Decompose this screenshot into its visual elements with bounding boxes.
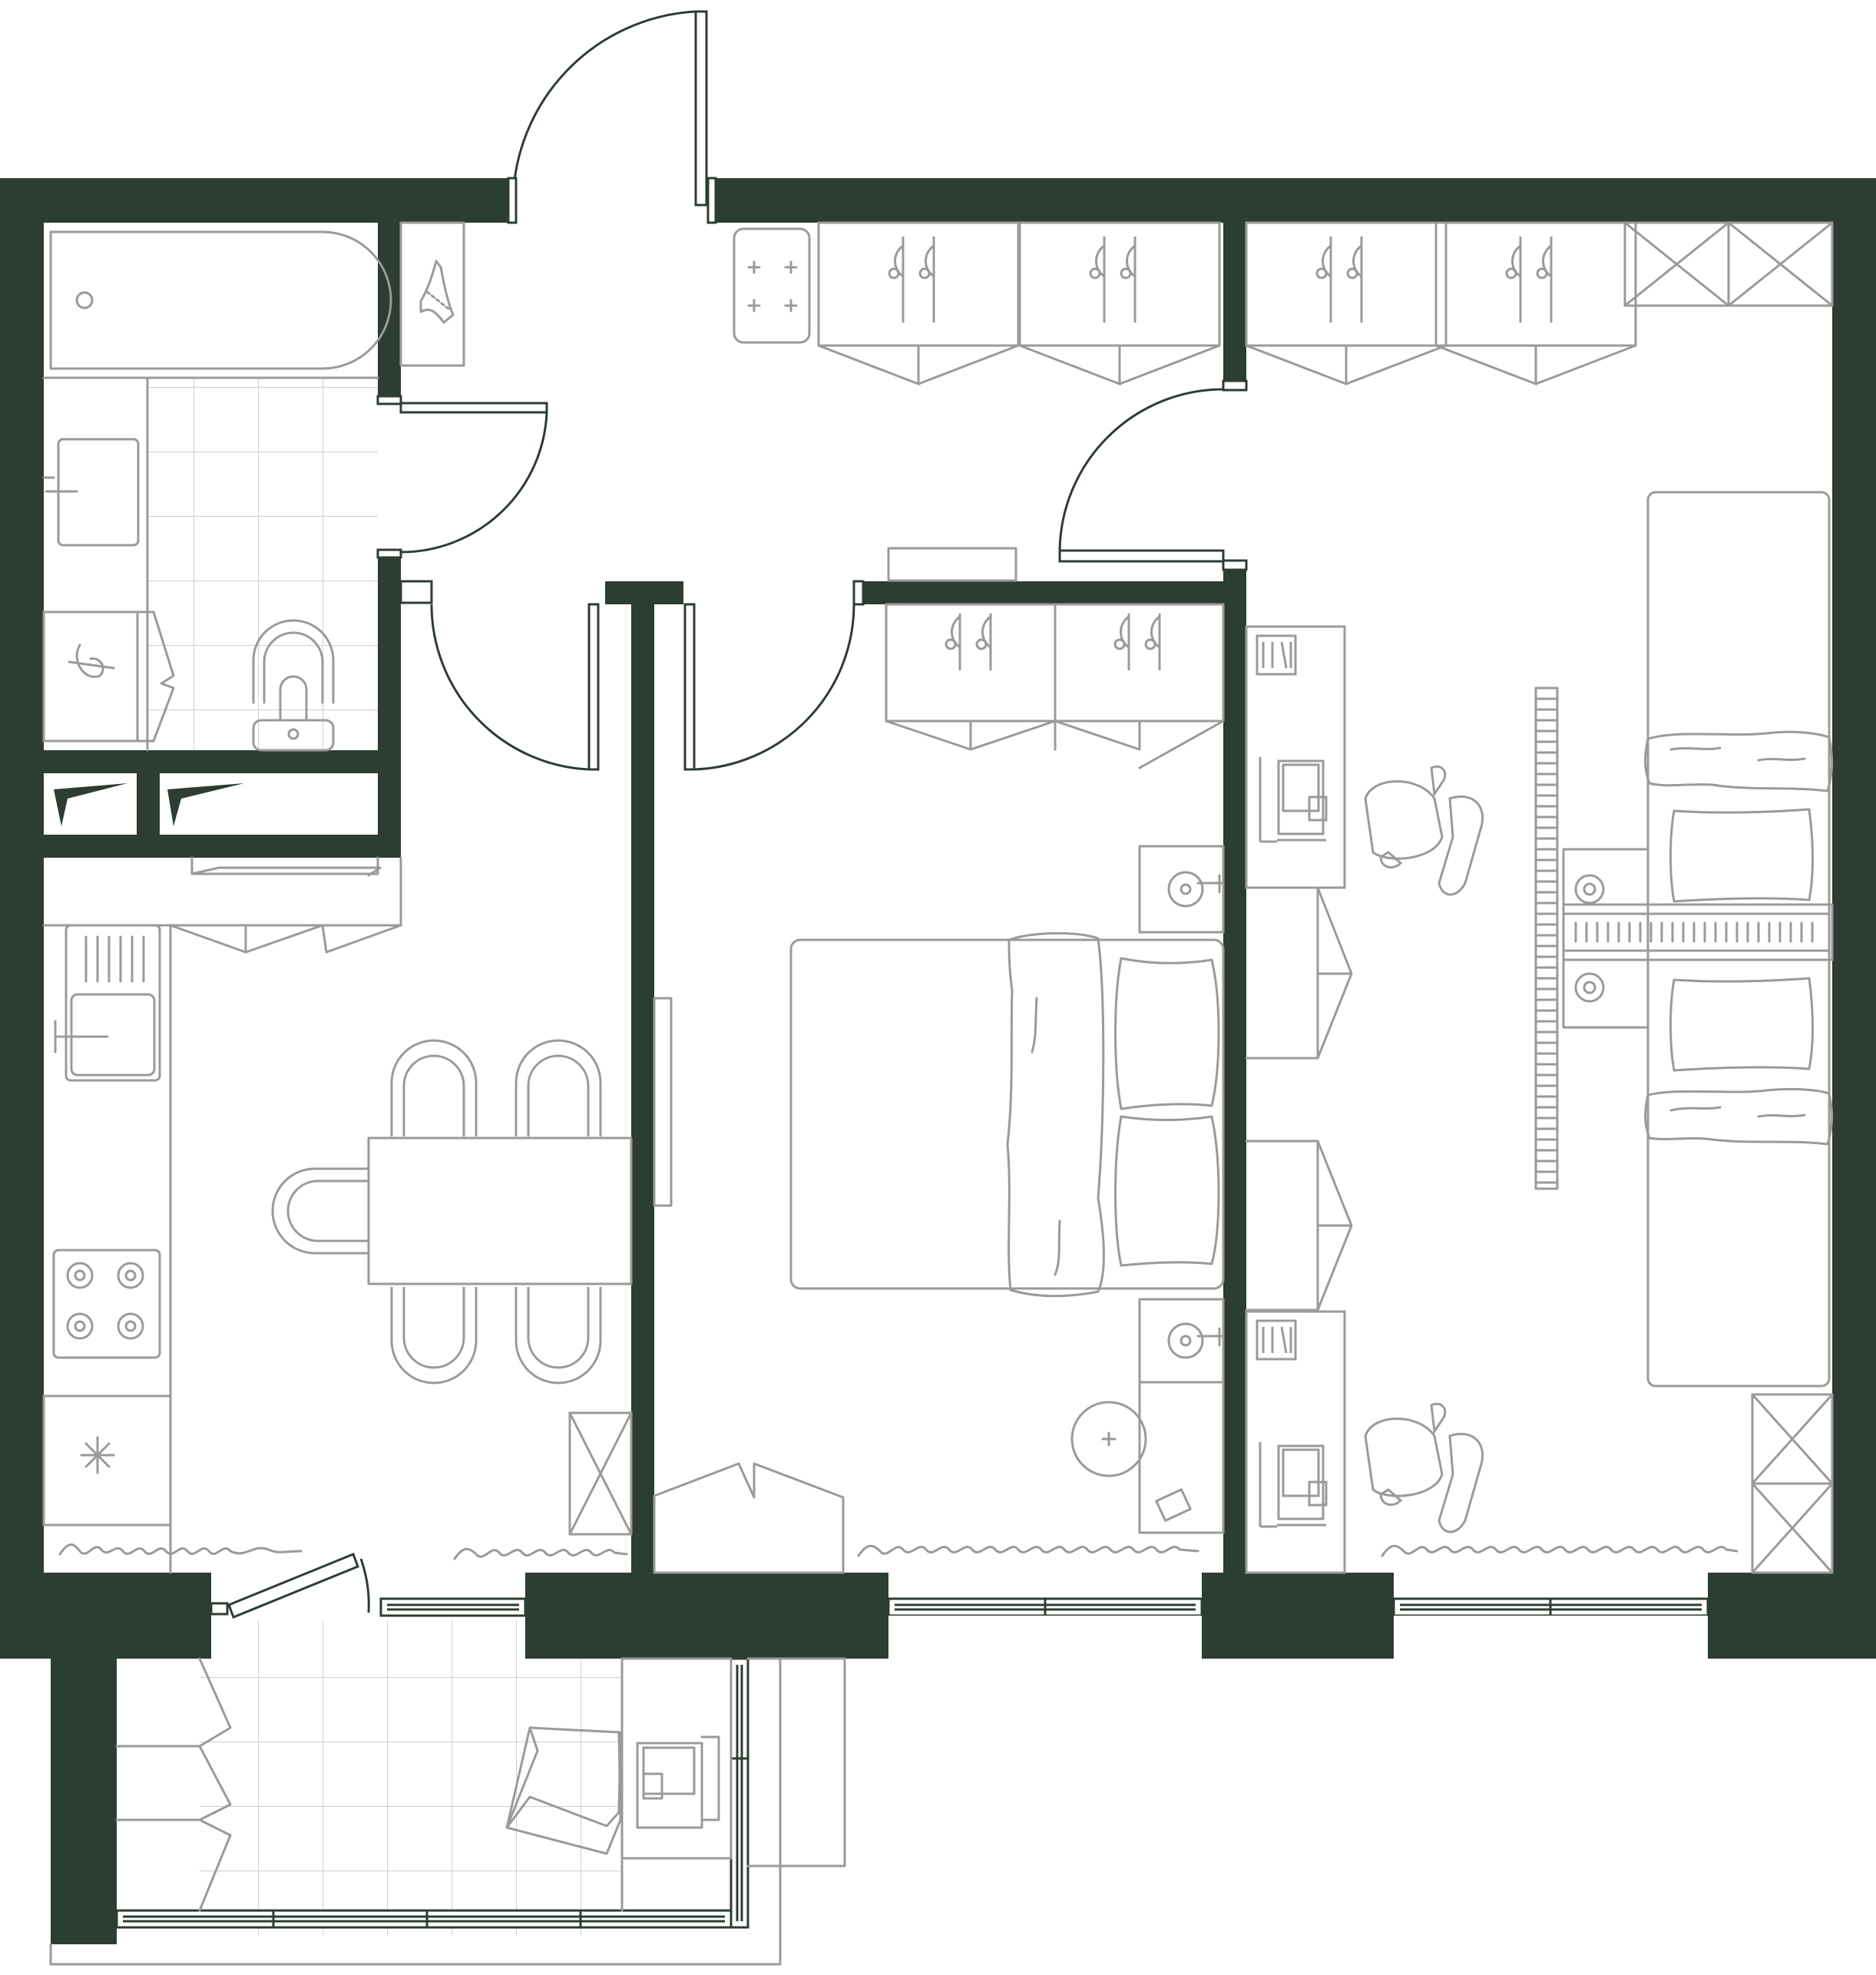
- nightstand-icon: [1138, 845, 1225, 1534]
- bathroom-floor-tiles: [147, 378, 378, 752]
- wardrobe-icon: [1245, 221, 1834, 385]
- radiator-icon: [857, 1544, 1199, 1557]
- bathtub-icon: [42, 230, 392, 379]
- hob-icon: [52, 1249, 161, 1359]
- desk-icon: [1245, 625, 1346, 1574]
- chair-icon: [271, 1039, 602, 1384]
- ladder-icon: [1534, 686, 1559, 1190]
- storage-unit: [1751, 1393, 1834, 1574]
- window-icon: [210, 1597, 1709, 1659]
- wardrobe-icon: [885, 603, 1225, 769]
- tv-stand: [653, 997, 673, 1207]
- storage-unit: [568, 1411, 633, 1536]
- desk-icon: [620, 1657, 733, 1860]
- round-table: [1070, 1401, 1147, 1477]
- radiator-icon: [1381, 1544, 1739, 1557]
- bunk-bed-icon: [1562, 491, 1834, 1388]
- door-icon: [227, 10, 1248, 1619]
- washbasin-icon: [42, 438, 140, 547]
- armchair-icon: [505, 1726, 622, 1855]
- double-bed-icon: [789, 931, 1225, 1298]
- wardrobe-icon: [817, 221, 1221, 385]
- office-chair-icon: [1364, 765, 1484, 1533]
- radiator-icon: [58, 1543, 628, 1560]
- washing-machine-icon: [42, 610, 175, 743]
- toilet-icon: [252, 619, 335, 752]
- dining-table-icon: [367, 1136, 633, 1285]
- balcony-floor-tiles: [200, 1620, 622, 1935]
- kitchen-sink-icon: [54, 924, 161, 1082]
- walls: [0, 178, 1876, 1944]
- hob-icon: [733, 227, 811, 344]
- hook-rack-icon: [54, 783, 244, 826]
- bedroom-cabinet: [653, 1462, 845, 1574]
- shoes-icon: [399, 221, 465, 367]
- shelving-unit: [1245, 886, 1353, 1312]
- fridge-icon: [42, 1394, 172, 1527]
